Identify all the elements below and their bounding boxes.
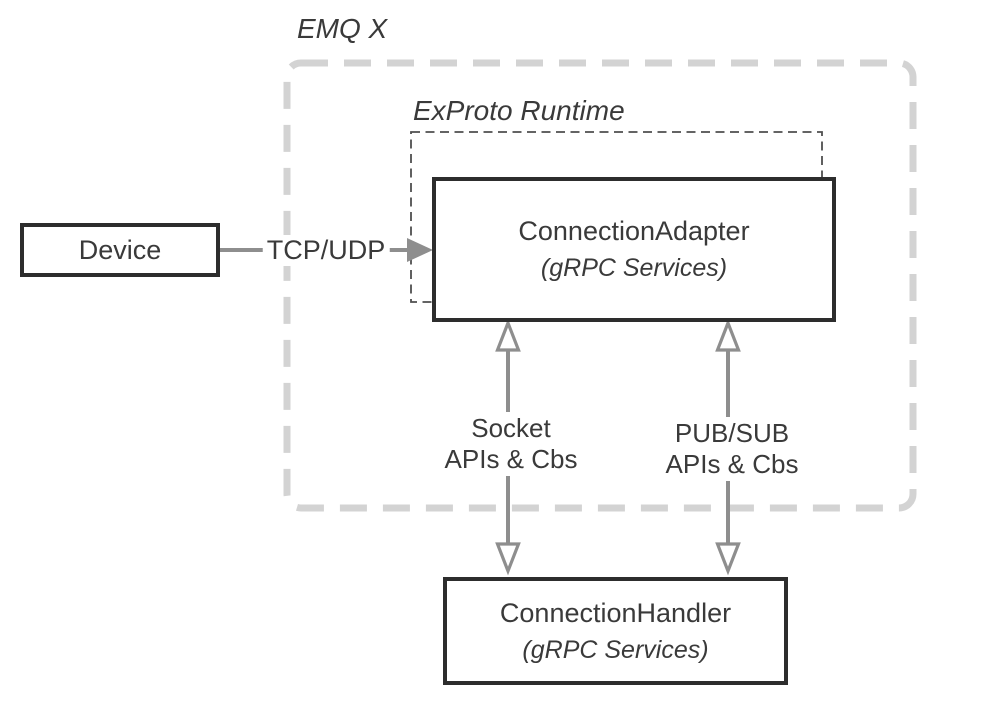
pubsub-apis-edge-label-line2: APIs & Cbs [665, 449, 799, 479]
socket-arrow-up-head [495, 318, 521, 352]
pubsub-arrow-down-head [715, 542, 741, 576]
connection-handler-node: ConnectionHandler (gRPC Services) [443, 577, 788, 685]
tcp-udp-edge-label: TCP/UDP [262, 235, 390, 266]
connection-handler-subtitle: (gRPC Services) [522, 635, 709, 664]
emqx-boundary [283, 59, 917, 512]
device-node: Device [20, 223, 220, 277]
exproto-runtime-label: ExProto Runtime [413, 95, 625, 126]
pubsub-arrow-up-head [715, 318, 741, 352]
socket-apis-edge-label: Socket APIs & Cbs [434, 412, 588, 476]
connection-adapter-node: ConnectionAdapter (gRPC Services) [432, 177, 836, 322]
connection-adapter-title: ConnectionAdapter [518, 216, 750, 246]
emqx-container-label: EMQ X [297, 13, 388, 44]
socket-apis-edge-label-line2: APIs & Cbs [444, 444, 578, 474]
tcp-udp-arrowhead [407, 238, 433, 262]
socket-arrow-down-head [495, 542, 521, 576]
connection-handler-title: ConnectionHandler [499, 597, 732, 628]
device-node-label: Device [78, 234, 162, 265]
socket-apis-edge-label-line1: Socket [471, 413, 551, 443]
pubsub-apis-edge-label: PUB/SUB APIs & Cbs [655, 417, 809, 481]
pubsub-apis-edge-label-line1: PUB/SUB [674, 418, 790, 448]
connection-adapter-subtitle: (gRPC Services) [540, 254, 728, 282]
